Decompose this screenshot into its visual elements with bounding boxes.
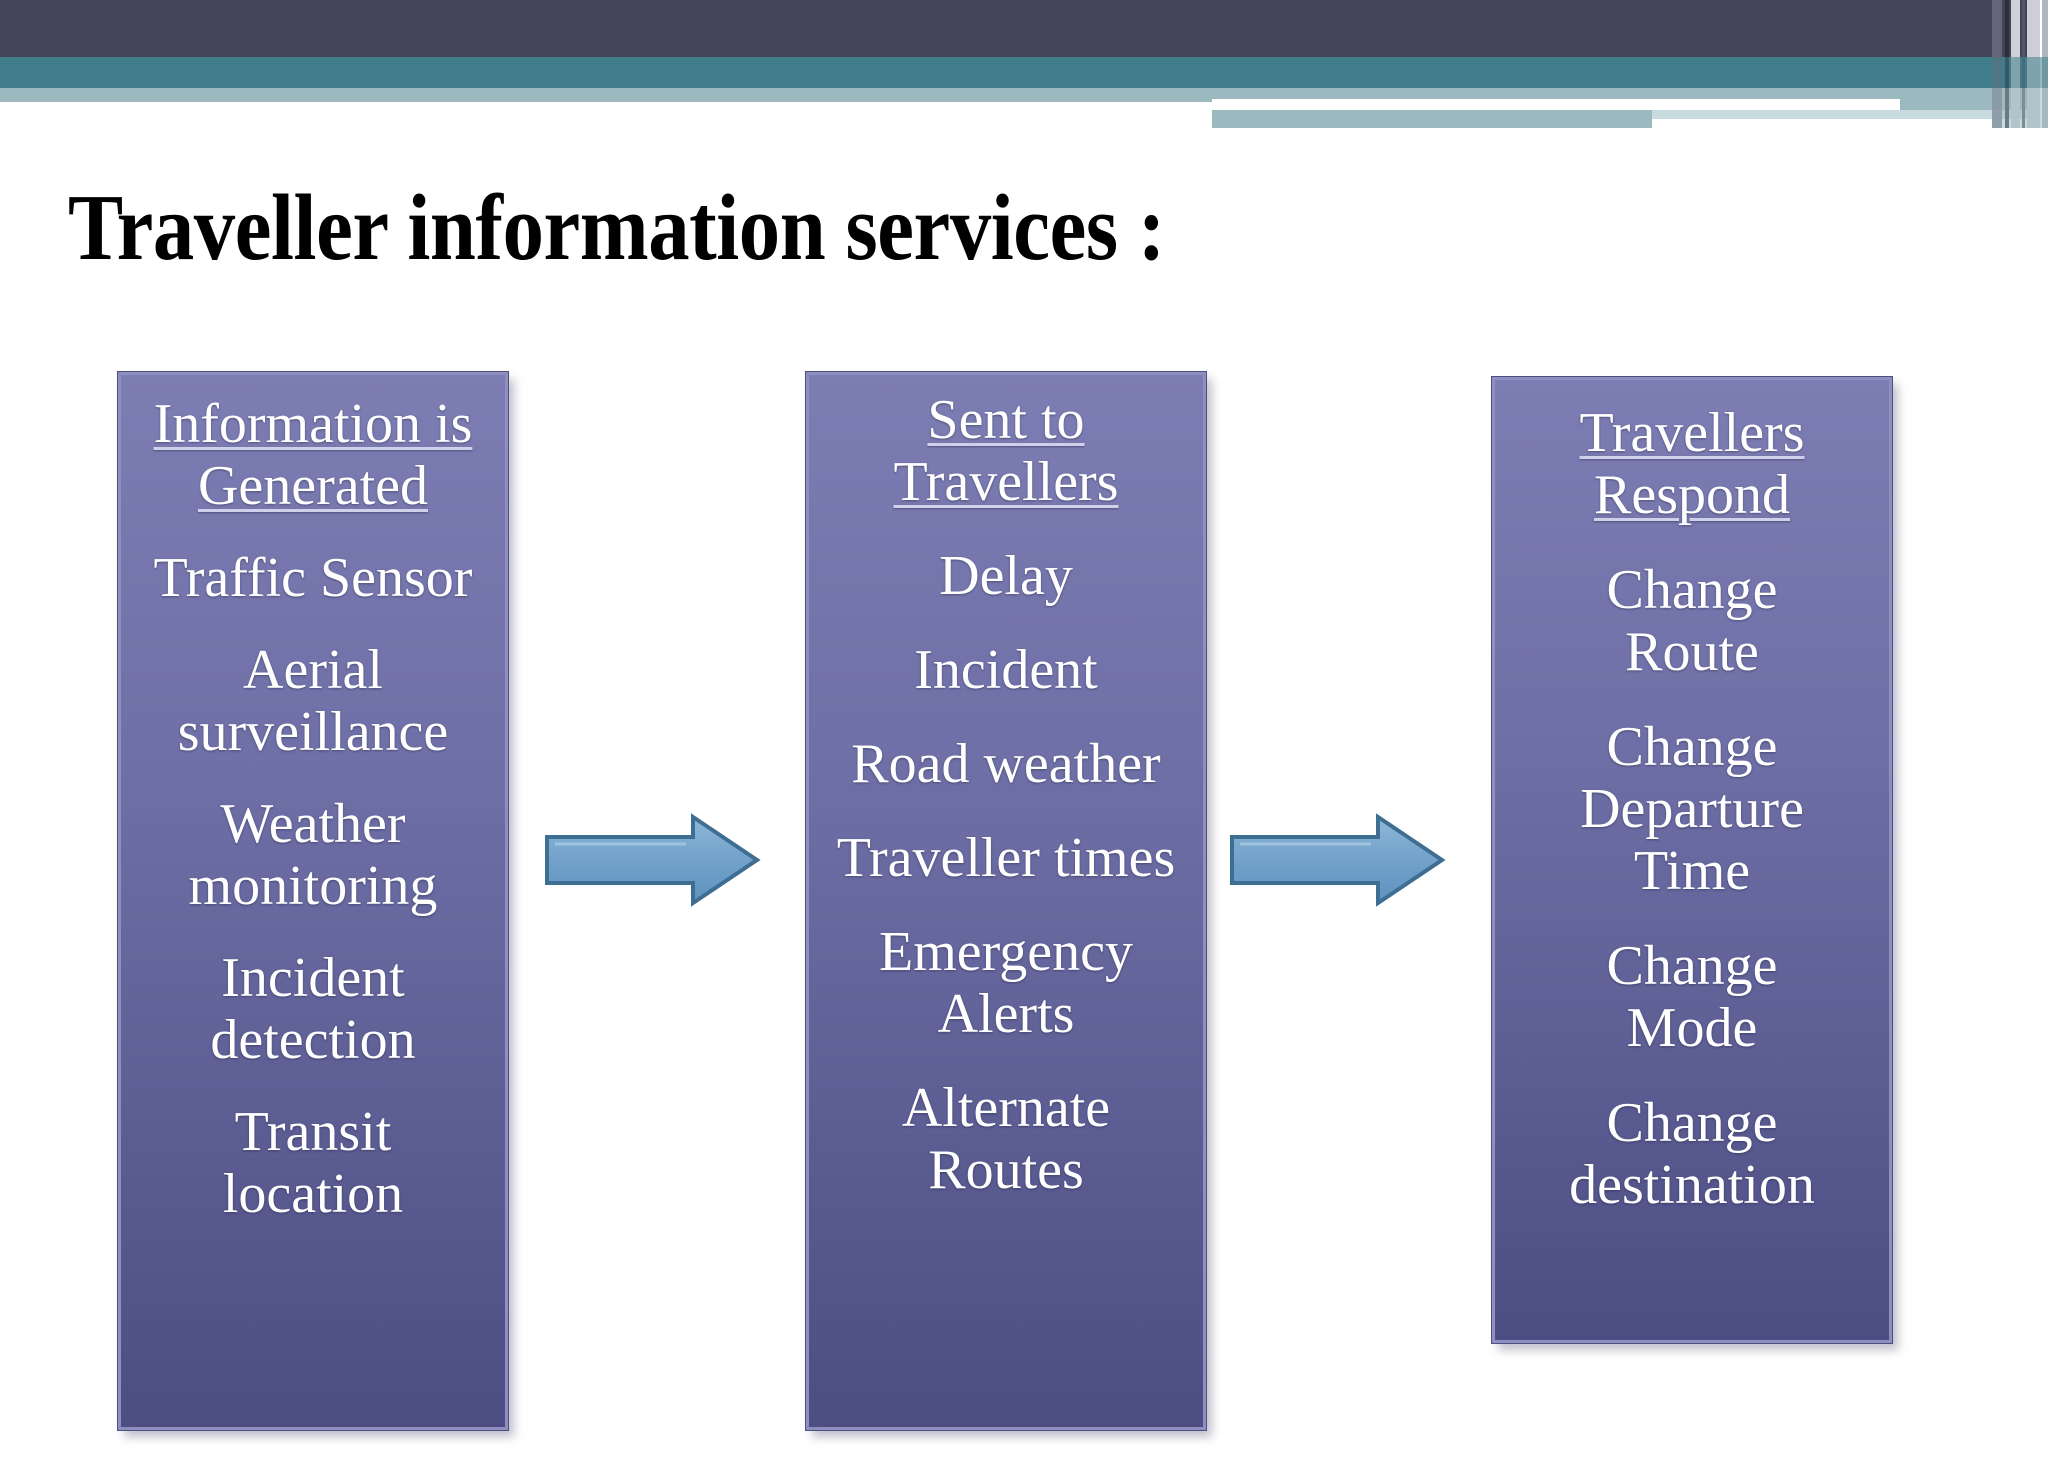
flow-box-item: Alternate Routes: [901, 1077, 1111, 1201]
flow-box-item: Change Departure Time: [1580, 716, 1804, 902]
flow-box-item: Emergency Alerts: [879, 921, 1133, 1045]
header-band-light-left: [0, 88, 1212, 102]
flow-box-item: Traveller times: [836, 827, 1176, 889]
flow-box-item: Delay: [939, 545, 1073, 607]
flow-box-item: Weather monitoring: [188, 793, 438, 917]
header-decoration: [0, 0, 2048, 140]
header-band-light-low-2: [1652, 110, 2030, 119]
flow-box-item: Road weather: [851, 733, 1161, 795]
flow-box-item: Traffic Sensor: [153, 547, 473, 609]
page-title: Traveller information services :: [68, 176, 1165, 280]
header-band-white-stripe: [1212, 99, 1900, 110]
arrow-right-icon: [1228, 813, 1448, 907]
header-band-teal: [0, 57, 2030, 88]
flow-box-information-generated: Information is Generated Traffic Sensor …: [117, 371, 509, 1431]
flow-box-travellers-respond: Travellers Respond Change Route Change D…: [1491, 376, 1893, 1344]
flow-box-item: Incident: [914, 639, 1098, 701]
header-band-light-low: [1212, 110, 1652, 128]
flow-box-item: Incident detection: [210, 947, 416, 1071]
flow-box-heading: Sent to Travellers: [893, 389, 1119, 513]
flow-box-item: Aerial surveillance: [177, 639, 449, 763]
flow-box-item: Change Mode: [1606, 935, 1778, 1059]
flow-box-item: Change Route: [1606, 559, 1778, 683]
header-band-dark: [0, 0, 2030, 57]
flow-box-heading: Travellers Respond: [1579, 402, 1805, 526]
flow-box-item: Change destination: [1569, 1092, 1815, 1216]
flow-box-heading: Information is Generated: [153, 393, 473, 517]
flow-box-sent-to-travellers: Sent to Travellers Delay Incident Road w…: [805, 371, 1207, 1431]
header-pinstripe-teal-overlay: [1992, 57, 2048, 88]
flow-box-item: Transit location: [222, 1101, 404, 1225]
header-pinstripe-light-overlay: [1992, 88, 2048, 128]
arrow-right-icon: [543, 813, 763, 907]
